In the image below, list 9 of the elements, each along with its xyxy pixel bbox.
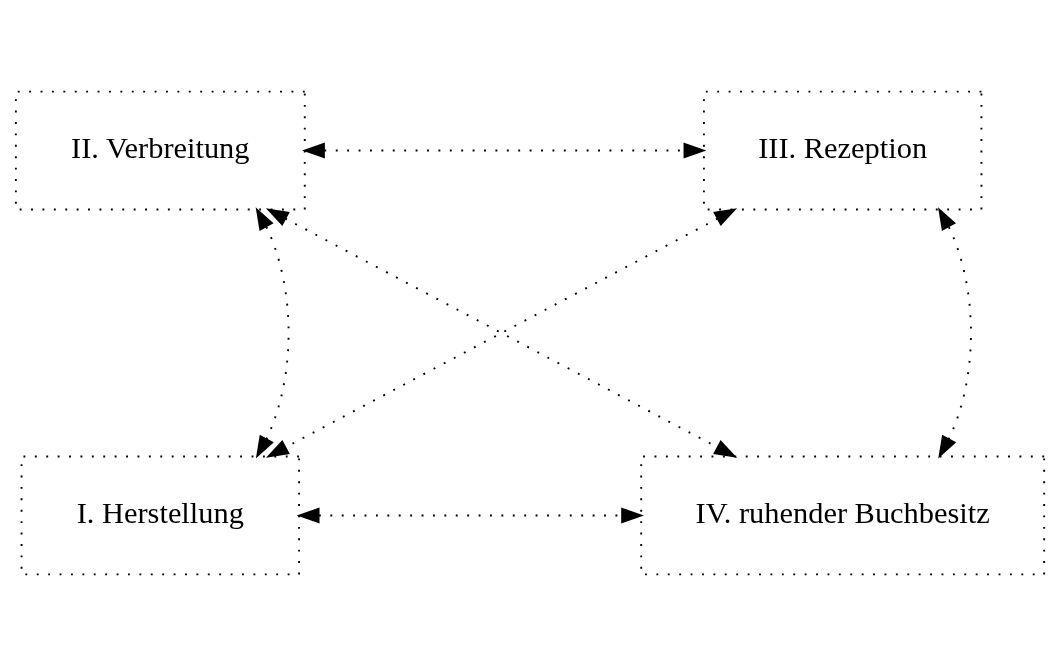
node-box: IV. ruhender Buchbesitz (640, 455, 1046, 575)
node-box: III. Rezeption (702, 90, 983, 210)
arrow (296, 507, 644, 523)
arrow (302, 142, 707, 158)
arrow (938, 206, 972, 459)
node-box: II. Verbreitung (14, 90, 306, 210)
arrow (255, 206, 290, 459)
node-box: I. Herstellung (20, 455, 300, 575)
arrow (265, 207, 738, 458)
